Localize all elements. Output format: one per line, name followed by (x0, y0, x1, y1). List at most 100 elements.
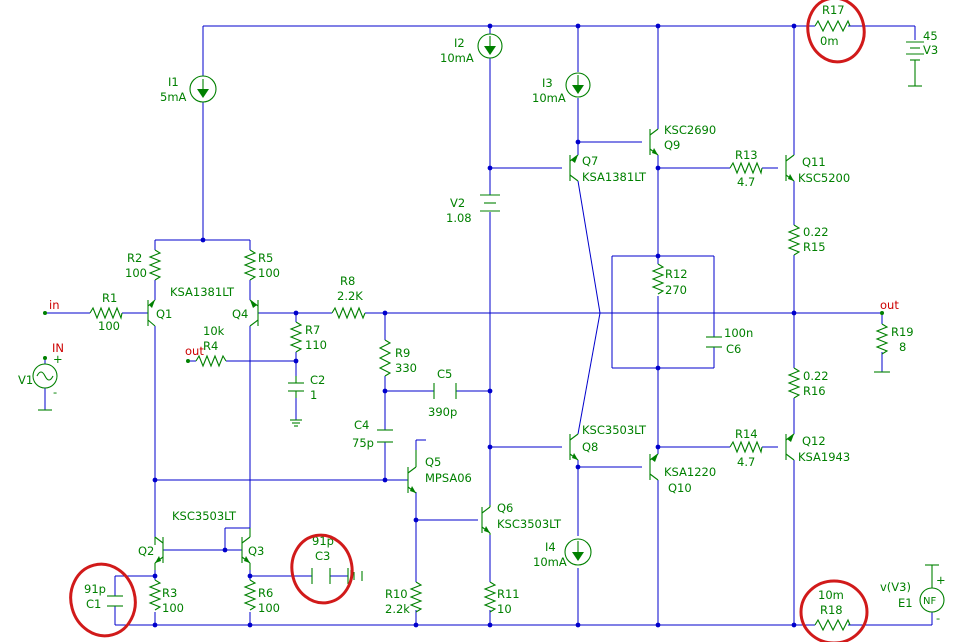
q9-name: Q9 (664, 138, 680, 152)
highlight-c1 (69, 562, 137, 638)
r1-name: R1 (102, 291, 117, 305)
voltage-source-v2[interactable]: V2 1.08 (446, 194, 500, 225)
c4-name: C4 (354, 418, 369, 432)
transistor-q3[interactable]: Q3 (241, 528, 264, 570)
r3-value: 100 (162, 601, 184, 615)
capacitor-c6[interactable]: 100n C6 (706, 326, 753, 356)
transistor-q4[interactable]: Q4 (232, 299, 259, 327)
q10-name: Q10 (668, 481, 692, 495)
q11-name: Q11 (802, 155, 826, 169)
v1-plus: + (53, 352, 63, 366)
junction-dots (152, 23, 797, 628)
net-out-feedback: out (185, 344, 204, 358)
resistor-r5[interactable]: R5 100 (243, 249, 280, 281)
e1-plus: + (936, 573, 946, 587)
r12-value: 270 (665, 283, 687, 297)
r10-value: 2.2k (385, 602, 410, 616)
r10-name: R10 (385, 587, 408, 601)
v2-name: V2 (450, 196, 465, 210)
resistor-r4[interactable]: 10k R4 out (185, 324, 227, 368)
transistor-q1[interactable]: Q1 (147, 299, 172, 327)
c1-name: C1 (86, 597, 101, 611)
resistor-r3[interactable]: R3 100 (148, 579, 184, 615)
resistor-r16[interactable]: 0.22 R16 (787, 367, 829, 399)
r5-name: R5 (258, 251, 273, 265)
r9-value: 330 (395, 361, 417, 375)
resistor-r17[interactable]: R17 0m (814, 3, 851, 48)
transistor-q6[interactable]: Q6 KSC3503LT (481, 501, 562, 535)
q11-model: KSC5200 (798, 171, 850, 185)
resistor-r11[interactable]: R11 10 (483, 581, 520, 616)
resistor-r8[interactable]: R8 2.2K (331, 274, 366, 320)
transistor-q9[interactable]: KSC2690 Q9 (649, 123, 716, 156)
highlight-r17 (806, 0, 866, 64)
r6-name: R6 (258, 586, 273, 600)
input-pair-model: KSA1381LT (170, 285, 235, 299)
resistor-r13[interactable]: R13 4.7 (729, 148, 763, 189)
e1-expr: v(V3) (880, 580, 911, 594)
capacitor-c5[interactable]: C5 390p (428, 367, 457, 419)
r18-value: 10m (818, 588, 844, 602)
current-source-i2[interactable]: I2 10mA (440, 33, 503, 65)
c6-value: 100n (724, 326, 753, 340)
i3-name: I3 (542, 76, 553, 90)
resistor-r14[interactable]: R14 4.7 (729, 427, 763, 469)
r2-name: R2 (127, 251, 142, 265)
highlight-c3 (290, 533, 354, 605)
transistor-q2[interactable]: Q2 (138, 536, 164, 570)
capacitor-c1[interactable]: 91p C1 (84, 582, 123, 611)
c3-name: C3 (315, 549, 330, 563)
r17-value: 0m (820, 34, 839, 48)
q4-name: Q4 (232, 307, 248, 321)
resistor-r2[interactable]: R2 100 (125, 249, 162, 281)
resistor-r18[interactable]: 10m R18 (814, 588, 851, 632)
output-node: out (880, 298, 899, 315)
q3-name: Q3 (248, 544, 264, 558)
transistor-q12[interactable]: Q12 KSA1943 (785, 433, 850, 464)
r9-name: R9 (395, 346, 410, 360)
resistor-r19[interactable]: R19 8 (874, 323, 914, 373)
q8-name: Q8 (582, 440, 598, 454)
current-source-i3[interactable]: I3 10mA (532, 72, 591, 105)
c2-name: C2 (310, 373, 325, 387)
q7-model: KSA1381LT (582, 170, 647, 184)
resistor-r10[interactable]: R10 2.2k (385, 581, 423, 616)
resistor-r1[interactable]: R1 100 (89, 291, 123, 333)
r4-name: R4 (203, 339, 218, 353)
r5-value: 100 (258, 266, 280, 280)
i2-value: 10mA (440, 51, 474, 65)
q5-name: Q5 (425, 455, 441, 469)
transistor-q8[interactable]: KSC3503LT Q8 (569, 423, 647, 461)
input-node: in (43, 298, 59, 315)
highlight-r18 (799, 579, 869, 642)
r7-name: R7 (305, 323, 320, 337)
v1-minus: - (53, 385, 57, 399)
controlled-source-e1[interactable]: NF + - v(V3) E1 (880, 564, 946, 625)
net-out: out (880, 298, 899, 312)
current-source-i1[interactable]: I1 5mA (160, 75, 217, 104)
e1-symbol: NF (923, 596, 936, 607)
capacitor-c4[interactable]: C4 75p (352, 418, 393, 450)
r4-value: 10k (203, 324, 225, 338)
capacitor-c2[interactable]: C2 1 (288, 373, 325, 427)
r1-value: 100 (98, 319, 120, 333)
resistor-r9[interactable]: R9 330 (378, 339, 417, 377)
current-source-i4[interactable]: I4 10mA (533, 538, 592, 569)
transistor-q10[interactable]: KSA1220 Q10 (649, 453, 716, 495)
resistor-r7[interactable]: R7 110 (289, 321, 327, 353)
q6-model: KSC3503LT (497, 517, 562, 531)
r7-value: 110 (305, 338, 327, 352)
i1-value: 5mA (160, 90, 187, 104)
voltage-source-v3[interactable]: 45 V3 (906, 29, 938, 87)
resistor-r12[interactable]: R12 270 (651, 263, 688, 297)
transistor-q7[interactable]: Q7 KSA1381LT (569, 154, 647, 184)
transistor-q5[interactable]: Q5 MPSA06 (407, 450, 472, 494)
q5-model: MPSA06 (425, 471, 472, 485)
e1-minus: - (936, 611, 940, 625)
r19-name: R19 (891, 325, 914, 339)
resistor-r15[interactable]: 0.22 R15 (787, 224, 829, 256)
r14-value: 4.7 (737, 455, 755, 469)
resistor-r6[interactable]: R6 100 (243, 579, 280, 615)
transistor-q11[interactable]: Q11 KSC5200 (785, 154, 850, 185)
voltage-source-v1[interactable]: + - V1 IN (18, 341, 64, 411)
